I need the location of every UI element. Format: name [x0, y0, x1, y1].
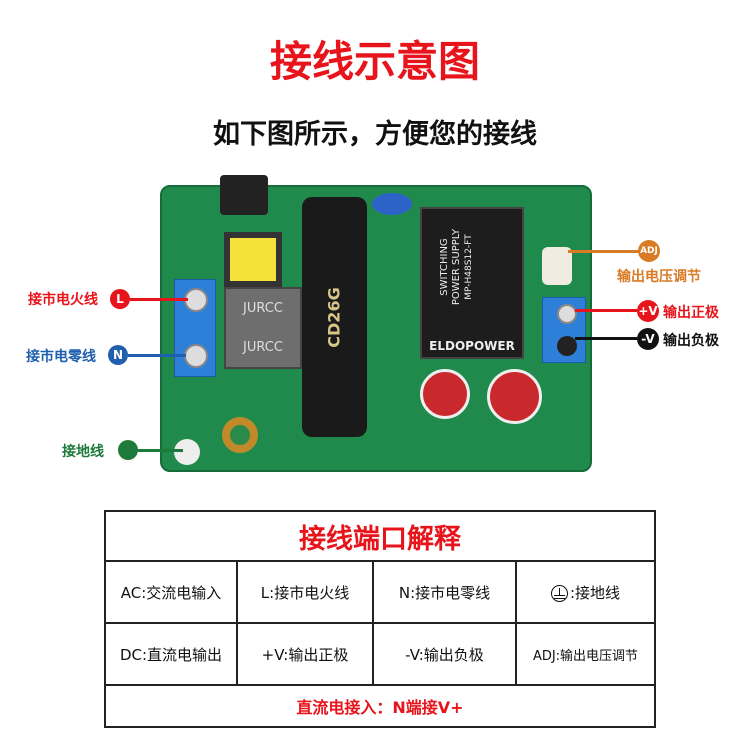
inductor-label: JURCC: [243, 340, 283, 355]
table-cell: :接地线: [515, 560, 656, 624]
vminus-badge: -V: [637, 328, 659, 350]
table-cell: ADJ:输出电压调节: [515, 622, 656, 686]
bulk-capacitor: CD26G: [302, 197, 367, 437]
table-row: DC:直流电输出 +V:输出正极 -V:输出负极 ADJ:输出电压调节: [104, 622, 656, 686]
port-explanation-table: 接线端口解释 AC:交流电输入 L:接市电火线 N:接市电零线 :接地线 DC:…: [104, 510, 656, 728]
module-text: POWER SUPPLY: [451, 228, 462, 306]
module-text: SWITCHING: [439, 238, 450, 296]
table-cell: -V:输出负极: [372, 622, 517, 686]
adj-label: 输出电压调节: [617, 269, 701, 285]
module-model: MP-H48S12-FT: [464, 234, 474, 300]
electrolytic-capacitor: [420, 369, 470, 419]
toroid-inductor: [222, 417, 258, 453]
terminal-block-input: [174, 279, 216, 377]
table-cell-text: :接地线: [569, 583, 621, 602]
ground-icon: [118, 440, 138, 460]
coil: [224, 232, 282, 287]
terminal-block-output: [542, 297, 586, 363]
vplus-badge: +V: [637, 300, 659, 322]
table-cell: AC:交流电输入: [104, 560, 238, 624]
page-subtitle: 如下图所示，方便您的接线: [213, 119, 537, 150]
vminus-label: 输出负极: [663, 333, 719, 349]
common-mode-inductor: JURCC JURCC: [224, 287, 302, 369]
live-line: [130, 298, 188, 301]
mosfet: [220, 175, 268, 215]
power-module: SWITCHING POWER SUPPLY MP-H48S12-FT ELDO…: [420, 207, 524, 359]
potentiometer: [542, 247, 572, 285]
neutral-line: [128, 354, 186, 357]
table-footer: 直流电接入：N端接V+: [104, 684, 656, 728]
ground-label: 接地线: [62, 444, 104, 460]
module-brand: ELDOPOWER: [429, 339, 515, 353]
electrolytic-capacitor: [487, 369, 542, 424]
table-cell: DC:直流电输出: [104, 622, 238, 686]
live-label: 接市电火线: [28, 292, 98, 308]
table-cell: L:接市电火线: [236, 560, 374, 624]
capacitor-label: CD26G: [324, 286, 344, 348]
vplus-line: [575, 309, 637, 312]
table-cell: +V:输出正极: [236, 622, 374, 686]
page-title: 接线示意图: [269, 37, 480, 86]
vminus-line: [575, 337, 637, 340]
table-row: AC:交流电输入 L:接市电火线 N:接市电零线 :接地线: [104, 560, 656, 624]
inductor-label: JURCC: [243, 301, 283, 316]
ground-icon: [550, 584, 568, 602]
adj-badge: ADJ: [638, 240, 660, 262]
table-header: 接线端口解释: [104, 510, 656, 562]
ground-pad: [174, 439, 200, 465]
neutral-badge: N: [108, 345, 128, 365]
neutral-label: 接市电零线: [26, 349, 96, 365]
live-badge: L: [110, 289, 130, 309]
y-capacitor: [372, 193, 412, 215]
ground-line: [138, 449, 183, 452]
adj-line: [568, 250, 640, 253]
vplus-label: 输出正极: [663, 305, 719, 321]
pcb-board: JURCC JURCC CD26G SWITCHING POWER SUPPLY…: [160, 175, 592, 472]
table-cell: N:接市电零线: [372, 560, 517, 624]
